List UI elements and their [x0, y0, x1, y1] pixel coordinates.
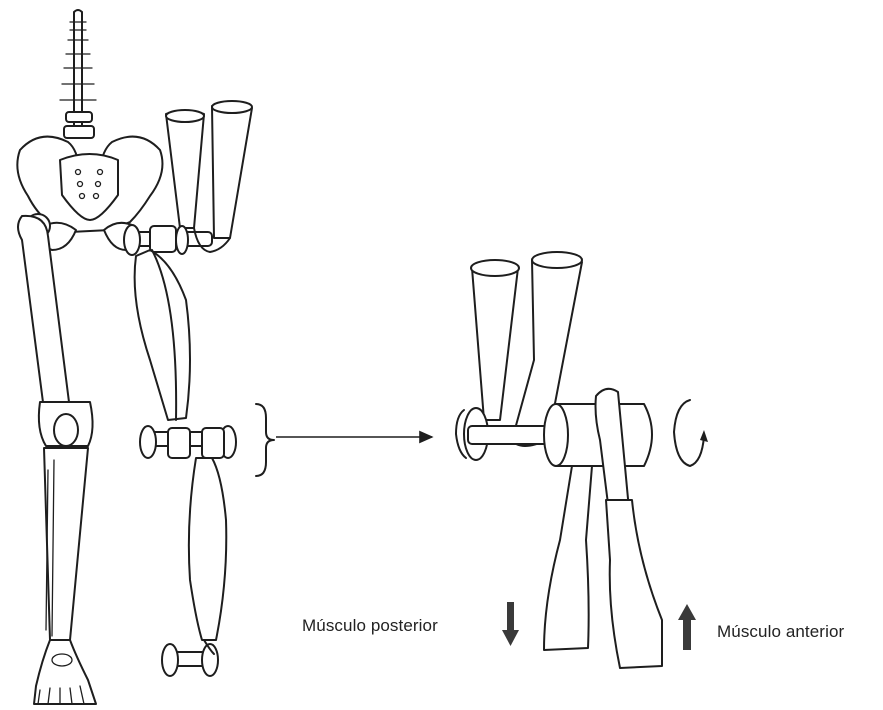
bracket	[256, 404, 274, 476]
anterior-muscle	[606, 500, 662, 668]
posterior-muscle-label: Músculo posterior	[302, 616, 438, 636]
hip-muscle-back	[166, 111, 204, 228]
spine	[60, 10, 96, 138]
tibia	[44, 448, 88, 640]
foot	[34, 640, 96, 704]
upper-muscle-left	[472, 263, 518, 420]
knee-mechanism	[140, 426, 236, 676]
calf-muscle	[189, 458, 226, 640]
arrow-down-icon	[502, 602, 519, 646]
hip-muscle-front	[212, 103, 252, 238]
skeleton	[17, 10, 162, 704]
anterior-muscle-label: Músculo anterior	[717, 622, 844, 642]
posterior-muscle	[544, 466, 592, 650]
enlarged-joint	[456, 252, 708, 668]
knee	[39, 402, 93, 446]
arrow-up-icon	[678, 604, 696, 650]
